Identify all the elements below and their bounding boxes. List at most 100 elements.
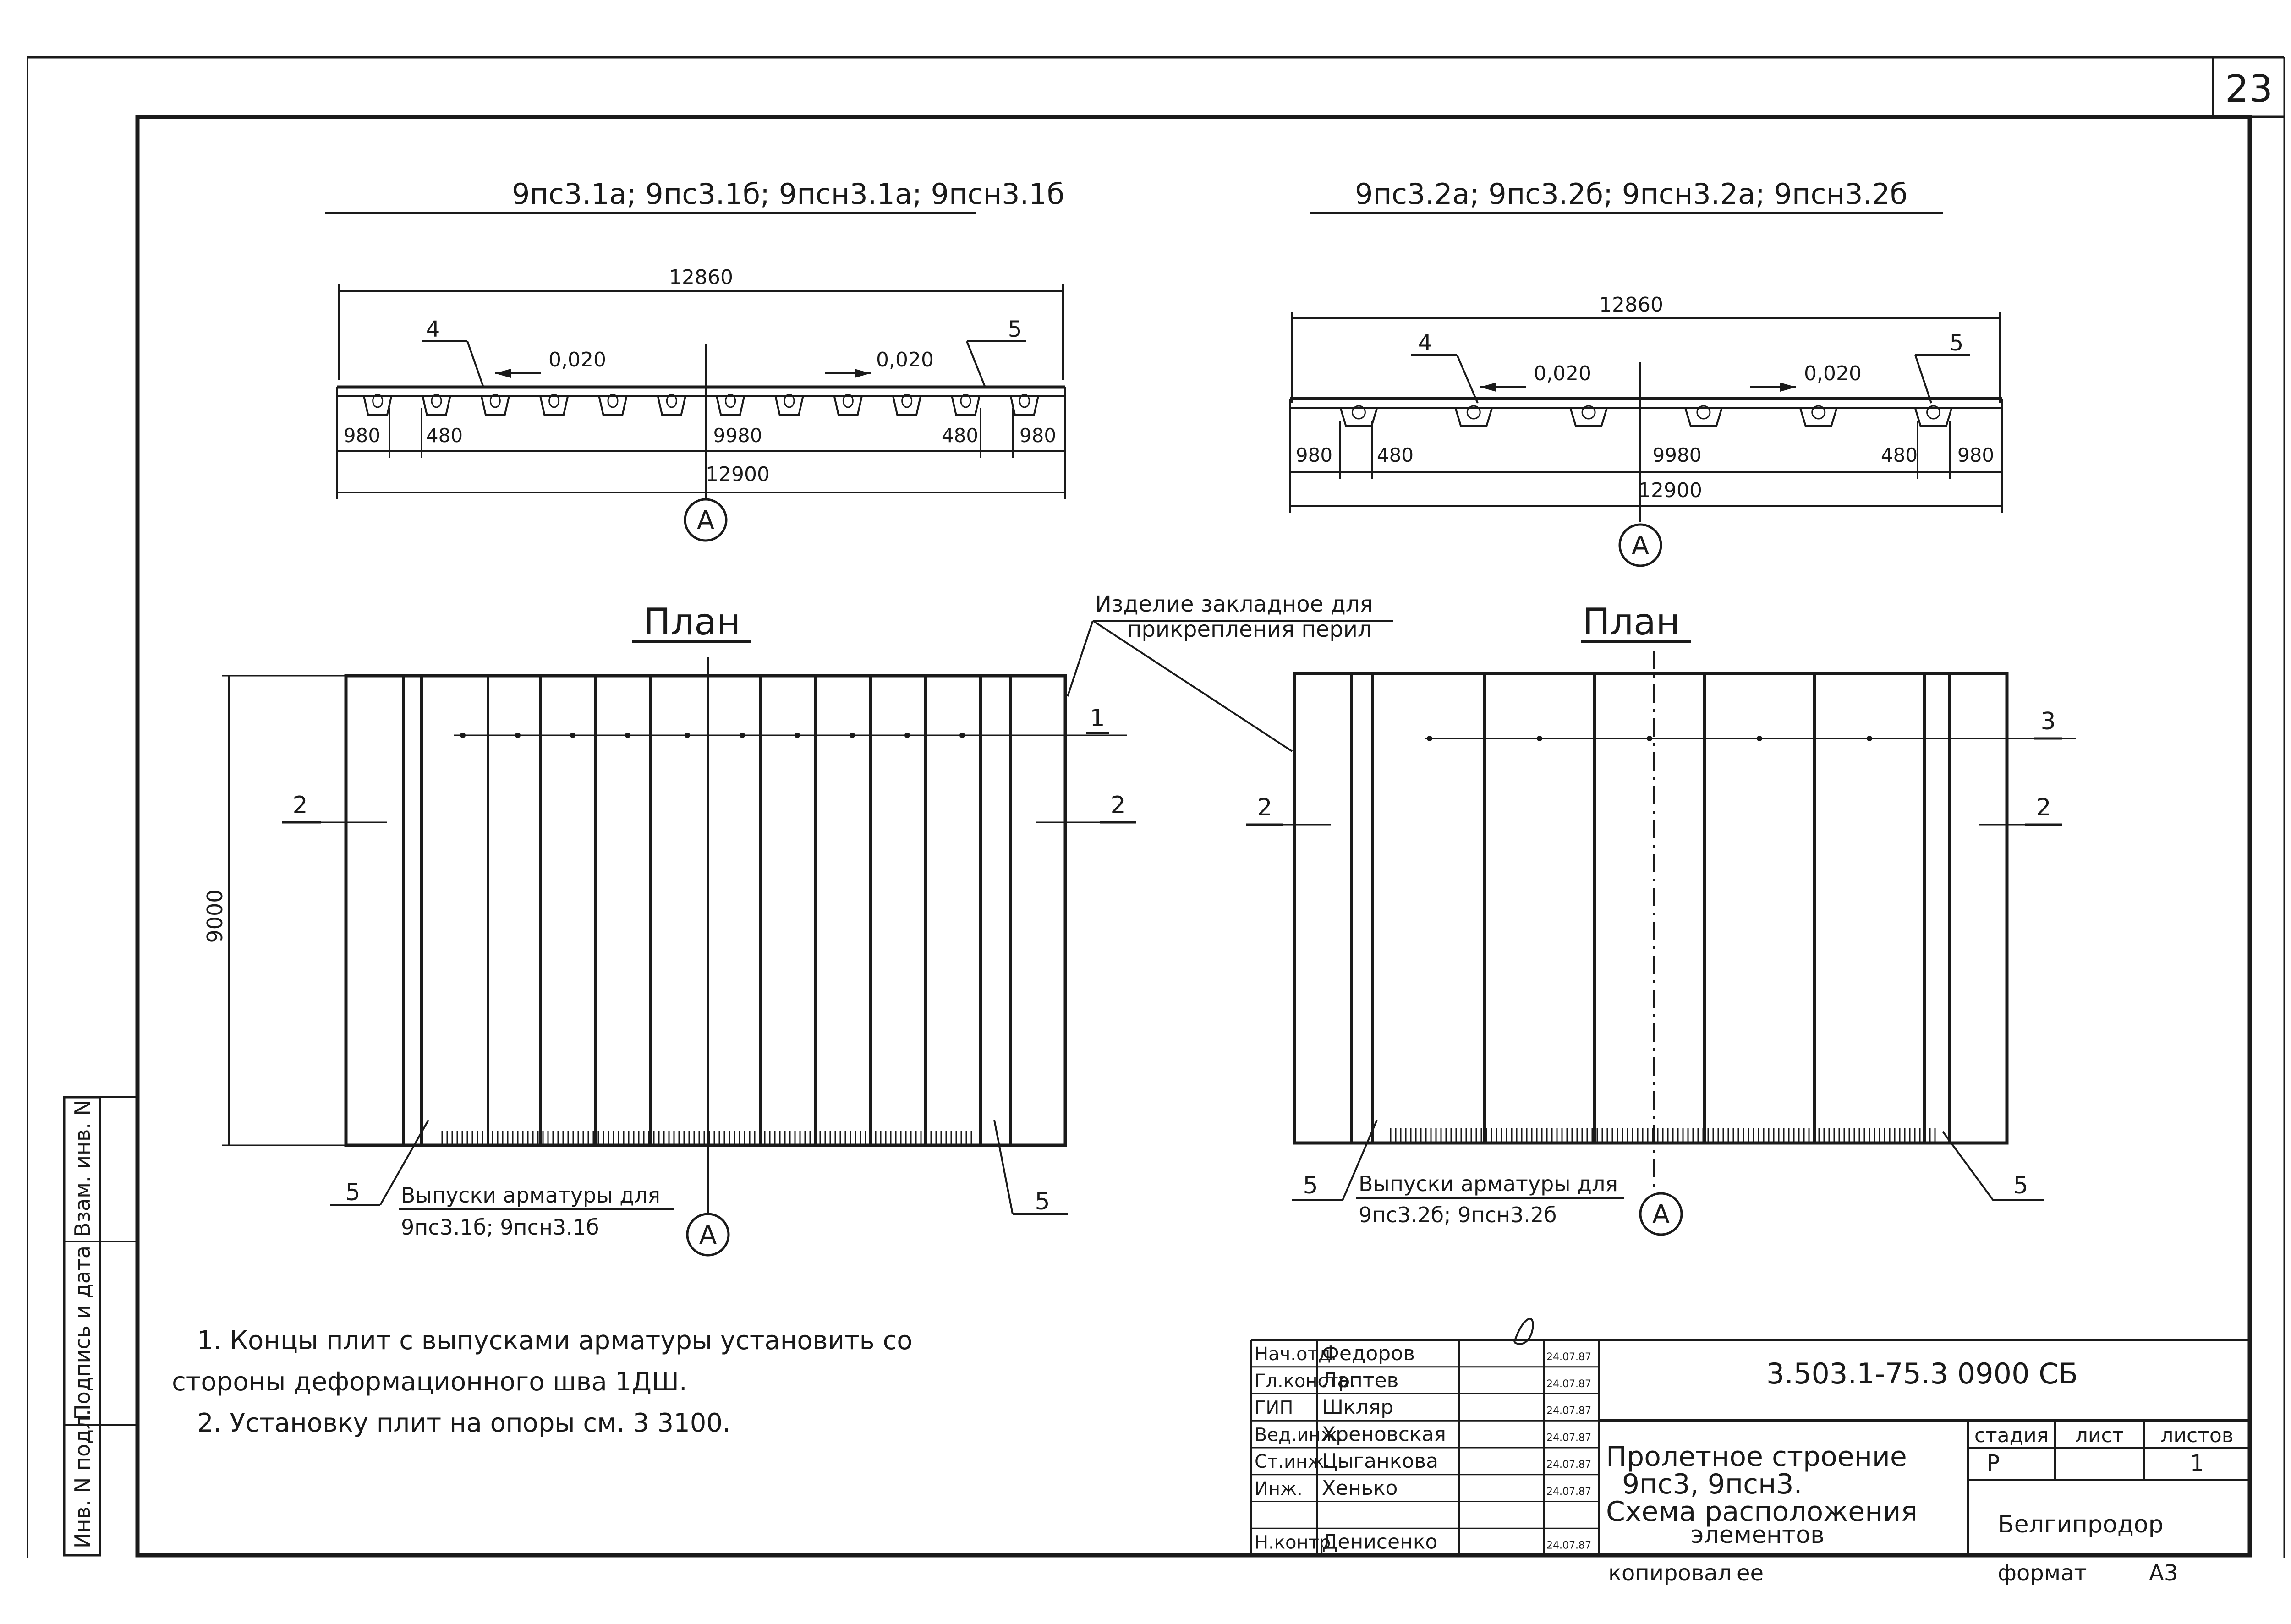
left-plan-rebar-label: Выпуски арматуры для 9пс3.1б; 9псн3.1б xyxy=(399,1183,674,1240)
right-plan-title: План xyxy=(1583,601,1680,643)
rib-void xyxy=(1696,405,1711,420)
right-plan-outline xyxy=(1293,672,2009,1145)
rib xyxy=(657,396,686,416)
signature-name: Хреновская xyxy=(1322,1422,1446,1446)
svg-text:9980: 9980 xyxy=(1653,444,1702,466)
signature-role: Н.контр. xyxy=(1255,1532,1337,1553)
title-line-1: Пролетное строение xyxy=(1606,1441,1907,1473)
left-deck-profile xyxy=(336,385,1066,408)
svg-text:4: 4 xyxy=(1418,330,1432,356)
embedded-part-callout: Изделие закладное для прикрепления перил xyxy=(1067,591,1393,752)
signature-role: Вед.инж. xyxy=(1255,1424,1343,1445)
signature-role: Гл.констр. xyxy=(1255,1371,1356,1392)
stage-label: стадия xyxy=(1974,1424,2049,1447)
right-slope-right: 0,020 xyxy=(1804,362,1862,385)
left-section-title: 9пс3.1а; 9пс3.1б; 9псн3.1а; 9псн3.1б xyxy=(512,177,1064,211)
left-overall-dim-top: 12860 xyxy=(338,266,1064,380)
rib xyxy=(774,396,804,416)
left-ribs xyxy=(363,394,1039,416)
rib xyxy=(1454,407,1493,427)
right-slope-left: 0,020 xyxy=(1534,362,1591,385)
left-callout-5: 5 xyxy=(966,317,1026,388)
copied-label: копировал xyxy=(1608,1560,1732,1586)
right-plan-rebar-ticks xyxy=(1390,1128,1936,1142)
rib xyxy=(1009,396,1039,416)
title-line-4: элементов xyxy=(1691,1521,1825,1549)
rib-void xyxy=(548,394,560,408)
left-plan-rebar-ticks xyxy=(441,1131,972,1144)
rib xyxy=(1799,407,1838,427)
rib xyxy=(716,396,745,416)
svg-text:12900: 12900 xyxy=(706,463,770,486)
signature-name: Денисенко xyxy=(1322,1530,1437,1553)
rib-void xyxy=(1019,394,1030,408)
rib xyxy=(892,396,922,416)
left-callout-4: 4 xyxy=(422,317,484,388)
left-plan: План 1 2 2 9000 А xyxy=(203,601,1136,1257)
svg-text:А: А xyxy=(699,1220,717,1250)
signature-name: Федоров xyxy=(1322,1342,1415,1365)
left-slope-right: 0,020 xyxy=(876,348,934,372)
note-2: 2. Установку плит на опоры см. 3 3100. xyxy=(197,1408,731,1438)
svg-text:2: 2 xyxy=(292,792,307,819)
right-axis-marker: А xyxy=(1618,523,1662,567)
signature-date: 24.07.87 xyxy=(1546,1378,1591,1390)
rib-void xyxy=(666,394,677,408)
right-plan-callout-5-left: 5 xyxy=(1292,1120,1378,1201)
svg-text:4: 4 xyxy=(426,317,440,342)
sheets-label: листов xyxy=(2160,1424,2233,1447)
signature-role: Ст.инж. xyxy=(1255,1451,1330,1472)
svg-text:5: 5 xyxy=(1035,1188,1050,1215)
signature-date: 24.07.87 xyxy=(1546,1459,1591,1471)
svg-text:5: 5 xyxy=(345,1179,360,1206)
signature-role: Нач.отд. xyxy=(1255,1344,1337,1365)
sheet-label: лист xyxy=(2075,1424,2124,1447)
right-deck-profile xyxy=(1289,397,2003,421)
right-overall-top: 12860 xyxy=(1599,293,1663,317)
right-plan-slab-joints xyxy=(1350,673,1951,1143)
sheets-value: 1 xyxy=(2190,1450,2204,1476)
signature-name: Хенько xyxy=(1322,1476,1398,1500)
right-cross-section: 9пс3.2а; 9пс3.2б; 9псн3.2а; 9псн3.2б 128… xyxy=(1289,177,2003,567)
left-dim-chain: 980 480 9980 480 980 12900 xyxy=(336,408,1066,499)
signature-date: 24.07.87 xyxy=(1546,1486,1591,1498)
document-code: 3.503.1-75.3 0900 СБ xyxy=(1766,1357,2078,1390)
svg-text:5: 5 xyxy=(1303,1172,1318,1199)
signature-name: Лаптев xyxy=(1322,1369,1398,1392)
left-plan-slab-joints xyxy=(402,676,1012,1145)
left-plan-axis-marker: А xyxy=(686,1213,730,1257)
rib-void xyxy=(1466,405,1481,420)
rib xyxy=(422,396,451,416)
right-overall-dim-top: 12860 xyxy=(1291,293,2001,403)
svg-text:980: 980 xyxy=(1957,444,1994,466)
svg-text:А: А xyxy=(1652,1200,1670,1230)
margin-inv-label: Инв. N подл. xyxy=(70,1409,95,1548)
rib-void xyxy=(607,394,619,408)
left-cross-section: 9пс3.1а; 9пс3.1б; 9псн3.1а; 9псн3.1б 128… xyxy=(325,177,1066,542)
margin-stamp: Инв. N подл. Подпись и дата Взам. инв. N xyxy=(63,1096,137,1557)
rib xyxy=(1569,407,1608,427)
title-line-2: 9пс3, 9псн3. xyxy=(1622,1468,1803,1500)
left-plan-section-1: 1 xyxy=(1090,705,1105,732)
rib-void xyxy=(784,394,795,408)
right-plan-section-2-right: 2 xyxy=(1979,794,2062,826)
stage-value: Р xyxy=(1987,1450,2000,1476)
rib-void xyxy=(960,394,971,408)
rib-void xyxy=(1926,405,1941,420)
svg-text:5: 5 xyxy=(2013,1172,2028,1199)
signature-role: ГИП xyxy=(1255,1398,1293,1419)
svg-text:12900: 12900 xyxy=(1638,479,1702,502)
rib xyxy=(1684,407,1723,427)
format-label: формат xyxy=(1998,1560,2087,1586)
svg-text:480: 480 xyxy=(1377,444,1414,466)
signature-date: 24.07.87 xyxy=(1546,1351,1591,1363)
left-plan-section-2-right: 2 xyxy=(1036,792,1136,824)
right-dim-chain: 980 480 9980 480 980 12900 xyxy=(1289,421,2003,513)
right-plan-callout-5-right: 5 xyxy=(1942,1131,2044,1201)
rib-void xyxy=(431,394,442,408)
signature-name: Цыганкова xyxy=(1322,1449,1438,1473)
left-slope-left: 0,020 xyxy=(548,348,606,372)
note-1-line-1: 1. Концы плит с выпусками арматуры устан… xyxy=(197,1326,913,1356)
